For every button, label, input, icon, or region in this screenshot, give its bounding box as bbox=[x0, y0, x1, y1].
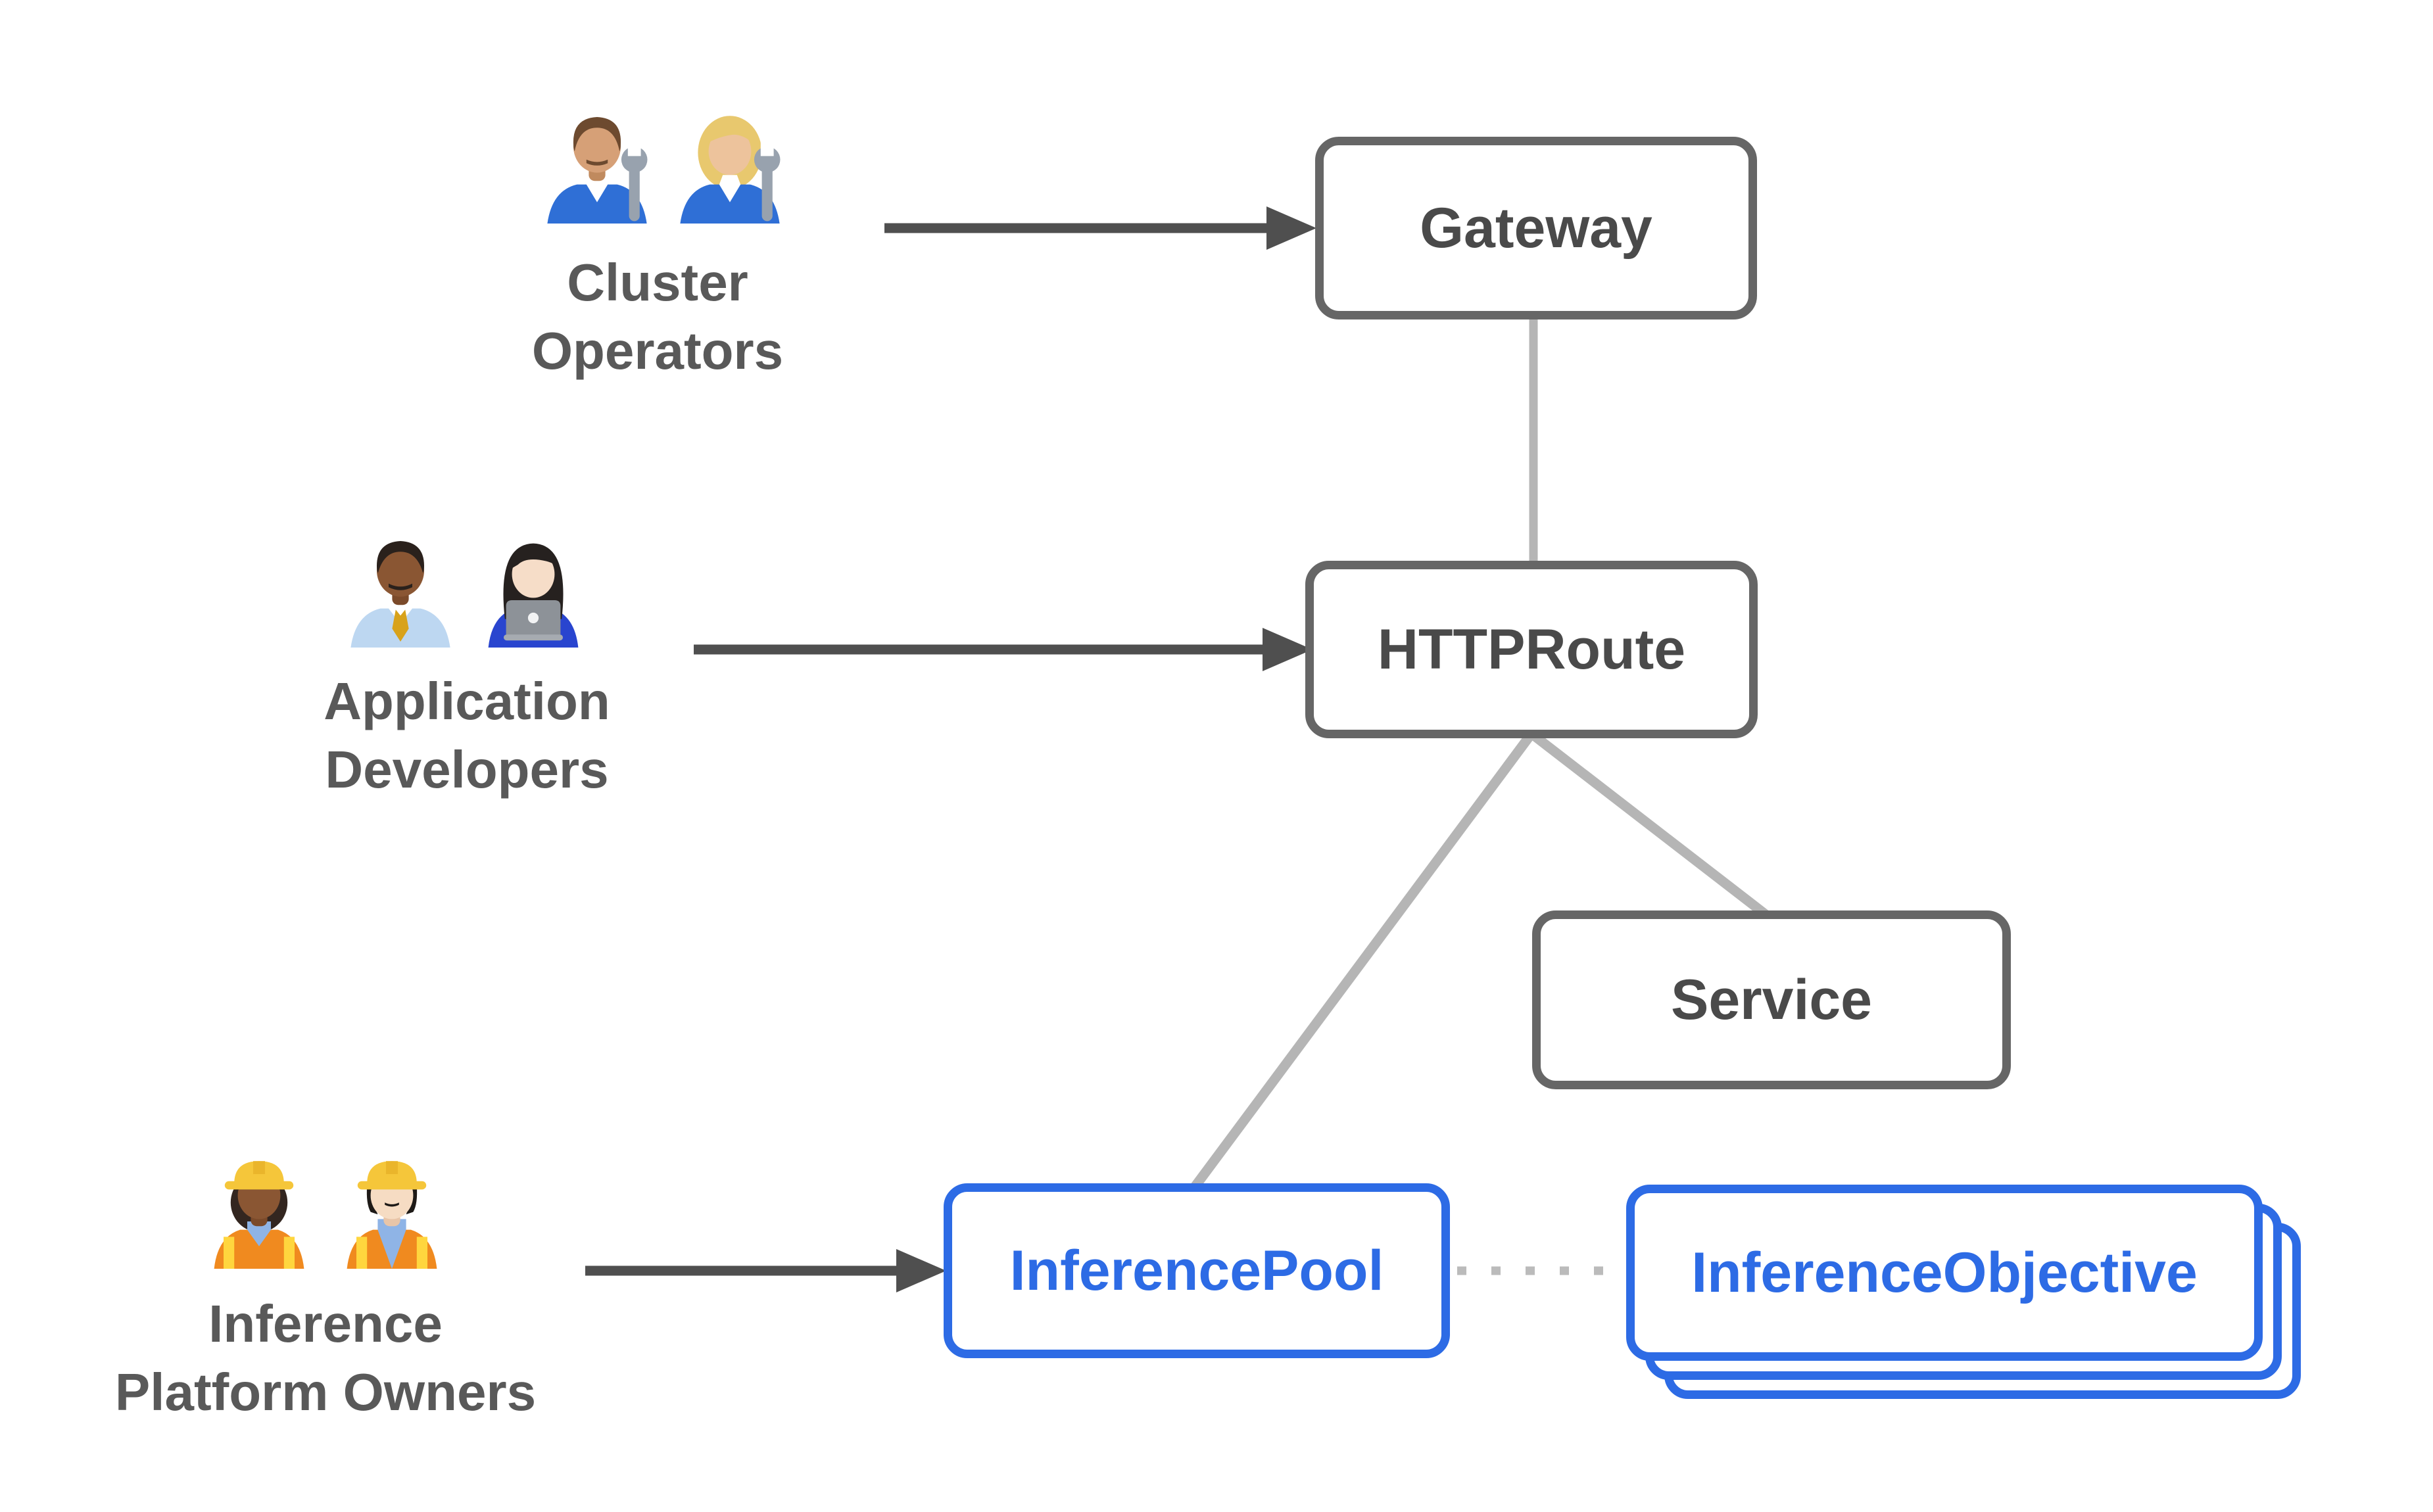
inference-platform-owners-label-line1: Inference bbox=[208, 1294, 443, 1353]
inference-platform-owners-label-line2: Platform Owners bbox=[114, 1363, 537, 1421]
application-developers-label: Application Developers bbox=[204, 667, 730, 804]
arrowhead-icon bbox=[896, 1249, 946, 1292]
arrow-inference-platform-owners-to-inferencepool bbox=[585, 1249, 946, 1292]
cluster-operators-label-line2: Operators bbox=[531, 321, 784, 380]
cluster-operators-label-line1: Cluster bbox=[567, 253, 748, 312]
arrowhead-icon bbox=[1263, 628, 1313, 671]
arrow-cluster-operators-to-gateway bbox=[884, 206, 1316, 250]
connector-httproute-service bbox=[1528, 730, 1775, 923]
cluster-operators-icons bbox=[538, 105, 789, 224]
service-node: Service bbox=[1532, 910, 2011, 1089]
inference-platform-owners-label: Inference Platform Owners bbox=[62, 1290, 589, 1427]
httproute-node: HTTPRoute bbox=[1305, 561, 1758, 738]
arrow-application-developers-to-httproute bbox=[694, 628, 1313, 671]
man-construction-worker-icon bbox=[347, 1161, 437, 1269]
inferenceobjective-node: InferenceObjective bbox=[1626, 1185, 2263, 1361]
application-developers-label-line1: Application bbox=[324, 672, 610, 730]
inferenceobjective-node-label: InferenceObjective bbox=[1691, 1240, 2198, 1304]
man-mechanic-icon bbox=[547, 117, 648, 224]
httproute-node-label: HTTPRoute bbox=[1377, 617, 1686, 681]
woman-mechanic-icon bbox=[680, 116, 781, 224]
service-node-label: Service bbox=[1670, 968, 1873, 1031]
gateway-node: Gateway bbox=[1315, 137, 1757, 319]
inferencepool-node: InferencePool bbox=[944, 1183, 1450, 1358]
woman-construction-worker-icon bbox=[214, 1161, 304, 1269]
man-office-worker-icon bbox=[350, 541, 450, 648]
gateway-node-label: Gateway bbox=[1420, 196, 1652, 260]
woman-technologist-icon bbox=[488, 543, 579, 648]
application-developers-icons bbox=[341, 529, 592, 648]
arrowhead-icon bbox=[1266, 206, 1316, 250]
cluster-operators-label: Cluster Operators bbox=[395, 248, 921, 385]
connector-httproute-inferencepool bbox=[1187, 730, 1536, 1194]
application-developers-label-line2: Developers bbox=[325, 740, 609, 799]
inference-platform-owners-icons bbox=[200, 1150, 451, 1269]
inferencepool-node-label: InferencePool bbox=[1009, 1239, 1384, 1302]
